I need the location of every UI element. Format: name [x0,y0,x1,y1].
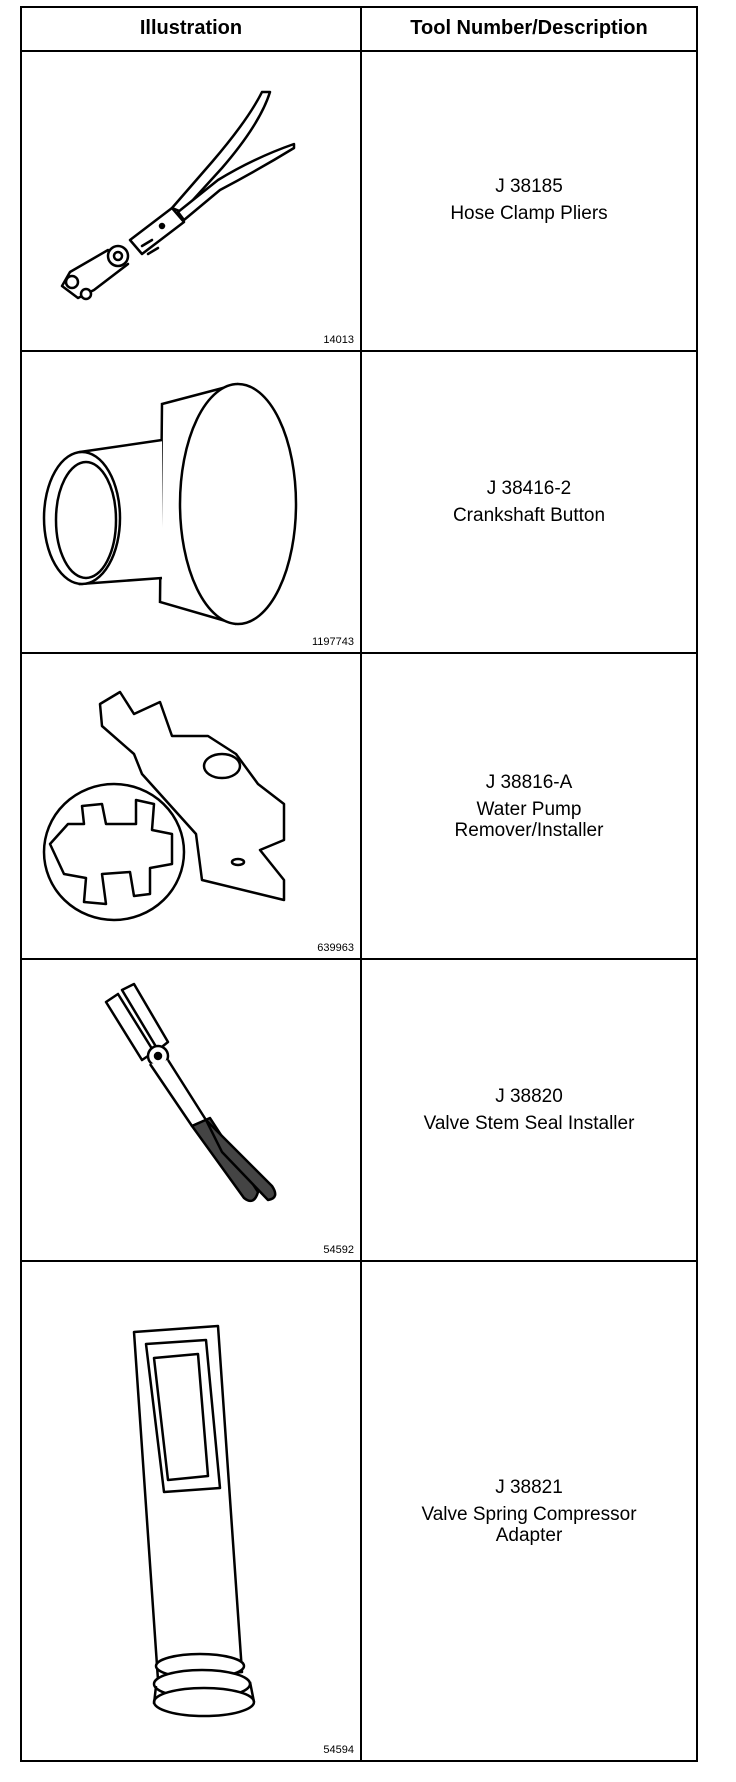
water-pump-remover-icon [42,690,286,922]
table-header: Illustration Tool Number/Description [22,8,696,52]
tool-description-line2: Remover/Installer [454,819,604,841]
tool-number: J 38816-A [485,771,573,793]
tool-description-line1: Water Pump [476,798,582,820]
table-row: 14013 J 38185 Hose Clamp Pliers [22,50,696,352]
table-row: 54594 J 38821 Valve Spring Compressor Ad… [22,1262,696,1760]
tool-number: J 38821 [495,1476,563,1498]
hose-clamp-pliers-icon [60,90,296,301]
tool-description-line1: Valve Stem Seal Installer [423,1113,635,1134]
tool-description-cell: J 38185 Hose Clamp Pliers [362,50,696,350]
tool-description-cell: J 38816-A Water Pump Remover/Installer [362,654,696,958]
table-row: 639963 J 38816-A Water Pump Remover/Inst… [22,654,696,960]
tool-description-line1: Valve Spring Compressor [421,1503,637,1525]
tool-description-cell: J 38821 Valve Spring Compressor Adapter [362,1262,696,1760]
figure-number: 1197743 [311,636,354,648]
valve-stem-seal-installer-icon [104,982,277,1203]
figure-number: 639963 [317,942,354,954]
tool-number: J 38185 [495,176,563,197]
header-tool-description: Tool Number/Description [410,17,648,39]
column-divider [360,8,362,1760]
table-row: 1197743 J 38416-2 Crankshaft Button [22,352,696,654]
figure-number: 54594 [323,1744,354,1756]
valve-spring-compressor-adapter-icon [132,1324,256,1718]
figure-number: 14013 [323,334,354,346]
tool-number: J 38416-2 [486,478,572,499]
crankshaft-button-icon [42,382,298,626]
tool-description-cell: J 38820 Valve Stem Seal Installer [362,960,696,1260]
figure-number: 54592 [323,1244,354,1256]
header-illustration: Illustration [139,17,243,39]
tool-number: J 38820 [495,1086,563,1107]
tool-table: Illustration Tool Number/Description [20,6,698,1762]
tool-description-line1: Crankshaft Button [452,505,606,526]
tool-description-line1: Hose Clamp Pliers [450,203,608,224]
tool-description-cell: J 38416-2 Crankshaft Button [362,352,696,652]
tool-description-line2: Adapter [495,1524,563,1546]
table-row: 54592 J 38820 Valve Stem Seal Installer [22,960,696,1262]
